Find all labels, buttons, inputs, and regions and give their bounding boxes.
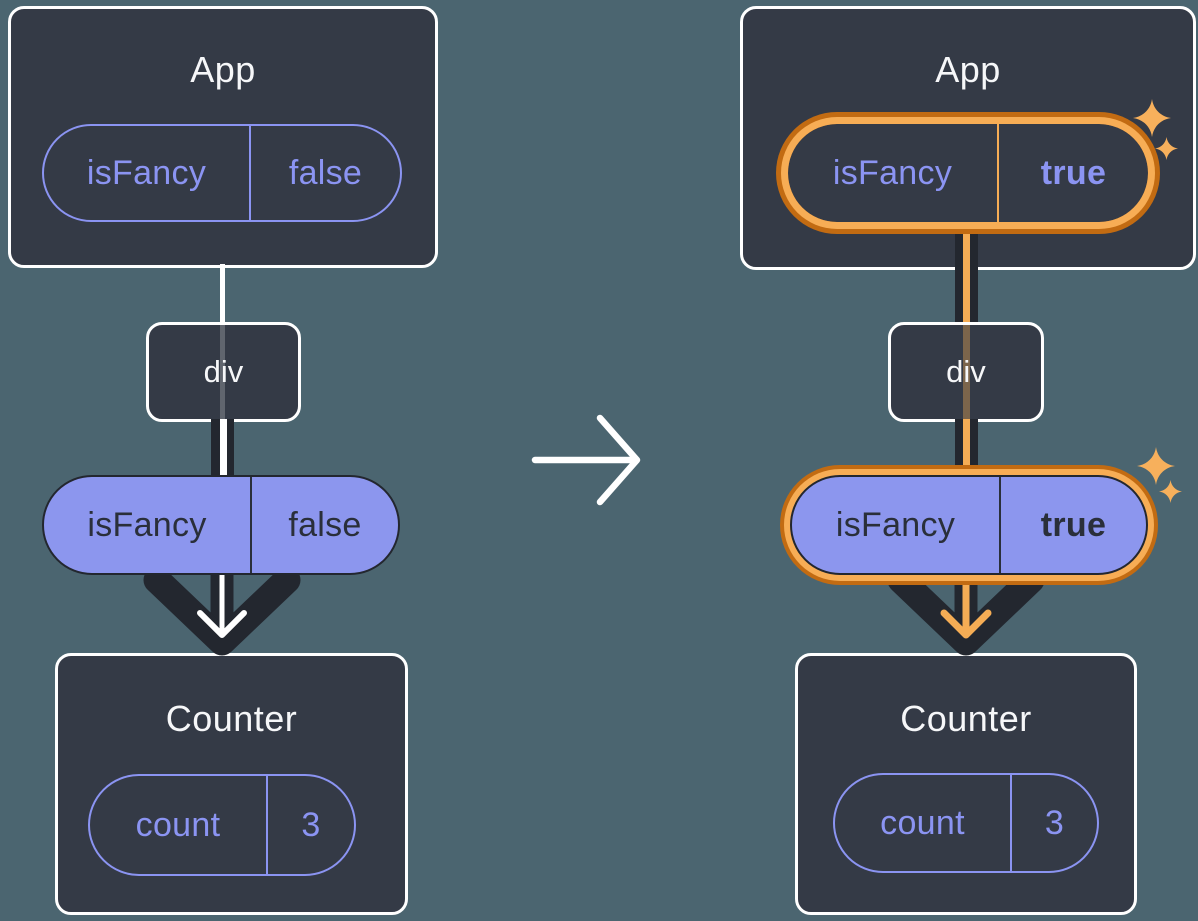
state-pill-value: 3 xyxy=(1010,775,1097,871)
right-prop-line-middle xyxy=(954,419,978,480)
right-div-box: div xyxy=(888,322,1044,422)
sparkle-icon xyxy=(1133,99,1171,137)
left-counter-state-pill: count 3 xyxy=(88,774,356,876)
transition-arrow-icon xyxy=(531,414,641,506)
left-app-title: App xyxy=(190,49,256,90)
state-pill-key: count xyxy=(880,803,965,842)
right-counter-title: Counter xyxy=(900,698,1032,739)
left-div-passthrough-stripe xyxy=(219,325,225,419)
state-pill-key: isFancy xyxy=(86,153,207,192)
left-prop-pill: isFancy false xyxy=(42,475,400,575)
sparkle-icon xyxy=(1137,447,1175,485)
state-pill-value: 3 xyxy=(266,776,354,874)
right-app-title: App xyxy=(935,49,1001,90)
right-counter-state-pill: count 3 xyxy=(833,773,1099,873)
state-pill-key: count xyxy=(135,805,221,844)
sparkle-icon xyxy=(1155,137,1178,160)
left-div-box: div xyxy=(146,322,301,422)
left-app-state-pill: isFancy false xyxy=(42,124,402,222)
prop-pill-value: true xyxy=(999,477,1146,573)
right-prop-pill: isFancy true xyxy=(790,475,1148,575)
right-div-label: div xyxy=(946,354,986,389)
prop-pill-value: false xyxy=(250,477,398,573)
right-app-state-pill: isFancy true xyxy=(788,124,1148,222)
right-div-passthrough-stripe xyxy=(962,325,970,419)
prop-pill-key: isFancy xyxy=(835,505,956,544)
sparkle-icon xyxy=(1159,480,1182,503)
left-prop-arrowhead-icon xyxy=(143,556,301,656)
left-div-label: div xyxy=(203,354,244,389)
right-prop-arrowhead-icon xyxy=(887,556,1045,656)
left-prop-line-upper xyxy=(210,419,234,479)
left-tree-edge xyxy=(219,264,225,325)
left-counter-title: Counter xyxy=(165,698,298,739)
right-prop-line-top xyxy=(954,226,978,322)
state-pill-key: isFancy xyxy=(832,153,953,192)
state-pill-value: true xyxy=(997,124,1148,222)
prop-pill-key: isFancy xyxy=(87,505,207,544)
state-pill-value: false xyxy=(249,126,400,220)
